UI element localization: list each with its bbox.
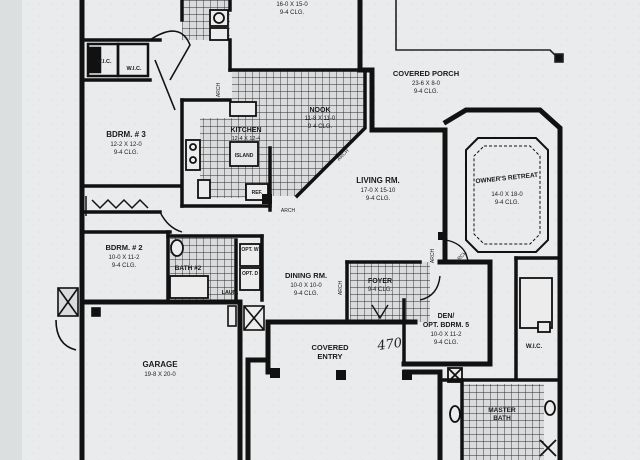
handwritten-annotation: 470: [375, 336, 403, 354]
living-room-label: LIVING RM.: [356, 176, 400, 185]
arch-label-kitchen: ARCH: [216, 83, 222, 98]
bedroom-3-label: BDRM. # 3: [106, 130, 146, 139]
foyer-ceiling: 9-4 CLG.: [368, 287, 393, 293]
arch-label-foyer: ARCH: [430, 249, 436, 264]
door-swings: [159, 211, 469, 320]
den-label: DEN/: [438, 313, 455, 320]
owners-retreat-ceiling: 9-4 CLG.: [495, 200, 520, 206]
bedroom-2-label: BDRM. # 2: [105, 243, 142, 252]
opt-washer-label: OPT. W: [241, 247, 259, 253]
kitchen-label: KITCHEN: [230, 127, 261, 134]
top-room-dims: 16-0 X 15-0: [276, 2, 308, 8]
wic-master-label: W.I.C.: [526, 344, 543, 350]
nook-ceiling: 9-4 CLG.: [308, 124, 333, 130]
island-label: ISLAND: [235, 153, 254, 159]
nook-dims: 11-8 X 11-0: [305, 116, 336, 122]
kitchen-dims: 12-4 X 12-4: [232, 136, 261, 142]
living-room-ceiling: 9-4 CLG.: [366, 196, 391, 202]
interior-walls: [80, 0, 558, 460]
bedroom-3-dims: 12-2 X 12-0: [110, 142, 142, 148]
foyer-label: FOYER: [368, 278, 392, 285]
garage-label: GARAGE: [142, 360, 178, 369]
covered-porch-ceiling: 9-4 CLG.: [414, 89, 439, 95]
exterior-walls: [79, 0, 563, 460]
entry-posts: [262, 194, 446, 380]
wic-label-right: W.I.C.: [127, 66, 142, 72]
nook-label: NOOK: [310, 107, 331, 114]
garage-dims: 19-8 X 20-0: [144, 372, 176, 378]
den-label-line2: OPT. BDRM. 5: [423, 322, 469, 329]
dining-room-dims: 10-0 X 10-0: [290, 283, 322, 289]
bedroom-3-ceiling: 9-4 CLG.: [114, 150, 139, 156]
kitchen-fixtures: [185, 9, 269, 201]
master-bath-label-line2: BATH: [493, 415, 511, 422]
bath2-fixtures: [169, 239, 261, 299]
arch-label-dining: ARCH: [338, 281, 344, 296]
bath-2-label: BATH #2: [175, 265, 202, 272]
nook-tile: [232, 70, 365, 196]
master-bath-tile: [462, 384, 544, 460]
dining-room-label: DINING RM.: [285, 271, 327, 280]
covered-entry-label-line2: ENTRY: [317, 352, 342, 361]
den-dims: 10-0 X 11-2: [431, 332, 463, 338]
owners-retreat-dims: 14-0 X 18-0: [491, 192, 523, 198]
arch-label-living: ARCH: [281, 208, 296, 214]
living-room-dims: 17-0 X 15-10: [361, 188, 396, 194]
room-labels: 16-0 X 15-0 9-4 CLG. COVERED PORCH 23-6 …: [105, 2, 538, 422]
top-closets: [86, 30, 191, 111]
porch-outline: [395, 0, 564, 63]
foyer-tile: [350, 262, 430, 322]
covered-porch-label: COVERED PORCH: [393, 69, 459, 78]
ref-label: REF.: [252, 190, 263, 196]
master-fixtures: [447, 277, 557, 457]
small-labels: W.I.C. W.I.C. W.I.C. ISLAND REF. LAUN. O…: [97, 59, 543, 350]
master-bath-label: MASTER: [488, 407, 516, 414]
dining-room-ceiling: 9-4 CLG.: [294, 291, 319, 297]
left-margin-shadow: [0, 0, 22, 460]
covered-porch-dims: 23-6 X 8-0: [412, 81, 441, 87]
wic-label-left: W.I.C.: [97, 59, 112, 65]
den-ceiling: 9-4 CLG.: [434, 340, 459, 346]
bedroom-2-ceiling: 9-4 CLG.: [112, 263, 137, 269]
covered-entry-label: COVERED: [311, 343, 349, 352]
bedroom-2-dims: 10-0 X 11-2: [109, 255, 141, 261]
garage-fixtures: [55, 287, 265, 351]
retreat-tray: [465, 137, 549, 253]
laundry-label: LAUN.: [222, 290, 239, 296]
top-room-ceiling: 9-4 CLG.: [280, 10, 305, 16]
closet-doors: [85, 196, 149, 216]
opt-dryer-label: OPT. D: [242, 271, 259, 277]
